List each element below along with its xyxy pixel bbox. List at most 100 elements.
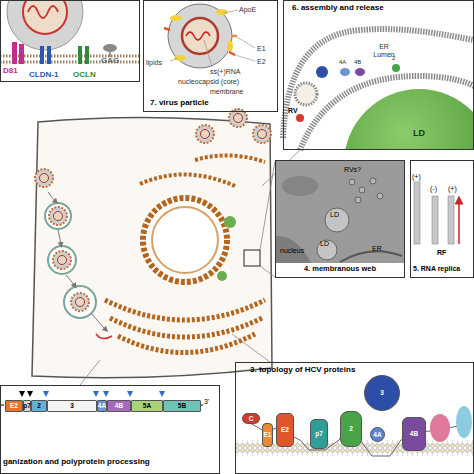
protein-label: E1	[264, 431, 272, 438]
leader-line	[235, 55, 255, 61]
flow-arrow	[92, 314, 106, 330]
leader-line	[204, 40, 212, 67]
protein-shape: C	[242, 413, 260, 424]
panel-box: 6. assembly and releaseER LumenRV4A4B2LD	[283, 0, 474, 150]
protein-label: p7	[315, 430, 323, 437]
vesicle	[359, 187, 365, 193]
nuclear-envelope	[152, 207, 218, 273]
polyprotein-segment: 3	[47, 400, 97, 412]
polyprotein-segment: 4B	[107, 400, 131, 412]
part-label: RF	[437, 249, 455, 257]
rna-strand-bar	[448, 196, 454, 244]
part-label: ss(+)RNA	[210, 68, 270, 76]
ns3-blob	[316, 66, 328, 78]
core-blob	[296, 114, 304, 122]
protein-label: 2	[37, 402, 41, 409]
cleavage-arrow	[19, 391, 25, 397]
strand-label: (+)	[448, 185, 470, 193]
rna-strand-bar	[432, 196, 438, 244]
flow-arrow	[48, 192, 56, 202]
protein-label: C	[249, 415, 254, 422]
protein-shape: 2	[340, 411, 362, 447]
panel-title: 6. assembly and release	[292, 4, 470, 13]
strand-label: (+)	[412, 173, 432, 181]
vesicle	[377, 193, 383, 199]
protein-label: E2	[10, 402, 18, 409]
end-label: 3'	[204, 398, 220, 406]
protein-label: 5A	[143, 402, 151, 409]
ns2-blob	[392, 64, 400, 72]
protein-label: 4B	[354, 59, 368, 66]
protein-label: 4A	[339, 59, 353, 66]
e2-spike	[229, 52, 235, 55]
part-label: E2	[257, 58, 277, 66]
virion	[71, 293, 89, 311]
gag-chain	[103, 44, 117, 52]
leader-line	[260, 266, 275, 277]
receptor	[47, 46, 51, 64]
er-sheet	[118, 334, 255, 353]
apoe-patch	[170, 15, 182, 21]
part-label: ApoE	[239, 6, 277, 14]
cleavage-arrow	[159, 391, 165, 397]
apoe-patch	[216, 9, 228, 15]
part-label: nucleus	[280, 247, 320, 255]
protein-label: 4B	[410, 430, 418, 437]
vesicle	[370, 178, 376, 184]
polyprotein-segment: 5A	[131, 400, 163, 412]
panel-box: 3'ganization and polyprotein processingE…	[0, 385, 220, 474]
part-label: E1	[257, 45, 277, 53]
rna-strand	[186, 32, 210, 40]
receptor	[78, 46, 82, 64]
apoe-patch	[227, 40, 233, 52]
er-sheet	[105, 300, 265, 320]
panel-title: 4. membranous web	[276, 265, 404, 273]
part-label: lipids	[146, 59, 172, 67]
er-sheet	[140, 174, 235, 186]
strand-label: (-)	[430, 185, 448, 193]
cleavage-arrow	[103, 391, 109, 397]
virion	[49, 207, 67, 225]
nucleus-er	[143, 198, 227, 282]
e2-spike	[164, 28, 170, 30]
protein-label: E2	[281, 426, 289, 433]
protein-label: 2	[349, 425, 353, 432]
protein-shape: p7	[310, 419, 328, 449]
leader-line	[170, 58, 178, 61]
protein-label: 4B	[115, 402, 123, 409]
leader-line	[232, 334, 270, 362]
lipid-droplet: LD	[344, 89, 474, 150]
inset-frame	[244, 250, 260, 266]
endosome	[45, 203, 71, 229]
virion	[7, 0, 83, 50]
protein-shape: 4B	[402, 417, 426, 451]
leader-line	[80, 360, 100, 385]
nucleocapsid	[23, 0, 67, 34]
panel-title: 7. virus particle	[150, 99, 274, 108]
em-texture	[282, 176, 318, 196]
protein-label: p7	[23, 402, 31, 409]
rna-strand-bar	[414, 182, 420, 244]
er-em	[340, 251, 402, 262]
er-sheet	[195, 155, 265, 162]
part-label: RVs?	[344, 166, 374, 174]
receptor	[19, 44, 24, 64]
receptor-label: CLDN-1	[29, 71, 71, 80]
protein-shape: 3	[364, 375, 400, 411]
ns5a-shape	[430, 414, 450, 442]
flow-arrow	[58, 230, 61, 245]
cell-outline	[32, 117, 272, 377]
leader-line	[224, 10, 238, 13]
lipid-droplet-em	[317, 240, 337, 260]
receptor-label: D81	[3, 67, 33, 76]
replication-vesicle	[295, 83, 317, 105]
lipid-droplet-icon	[224, 216, 236, 228]
lipid-droplet-em	[325, 208, 349, 232]
lipid-droplet-icon	[217, 271, 227, 281]
ns4b-blob	[355, 68, 365, 76]
nucleocapsid	[182, 18, 218, 54]
virion	[168, 4, 232, 68]
cleavage-arrow	[27, 391, 33, 397]
leader-line	[237, 37, 255, 48]
